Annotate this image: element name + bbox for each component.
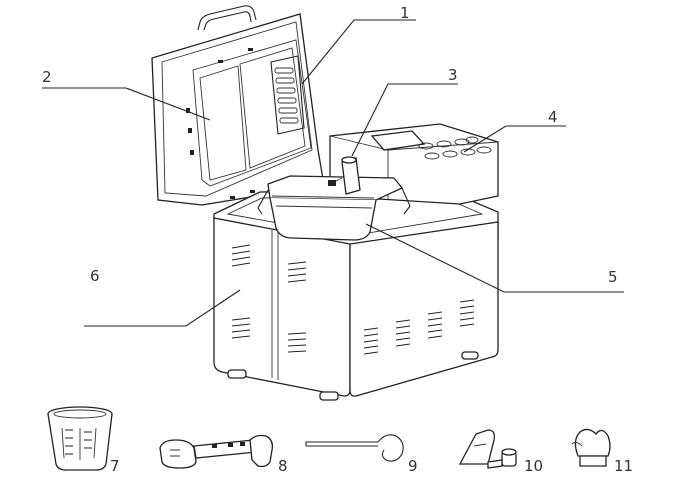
callout-11: 11 — [614, 457, 633, 475]
callout-5: 5 — [608, 268, 618, 286]
vents-right — [363, 299, 475, 355]
hook-tool — [305, 434, 404, 462]
measuring-spoon — [159, 434, 274, 469]
callout-2: 2 — [42, 68, 52, 86]
measuring-cup — [47, 406, 113, 471]
lid — [151, 5, 325, 206]
leader-2 — [42, 87, 211, 121]
callout-4: 4 — [548, 108, 558, 126]
callout-6: 6 — [90, 267, 100, 285]
leader-5 — [365, 223, 624, 293]
callout-3: 3 — [448, 66, 458, 84]
kneading-paddle — [458, 429, 517, 469]
callout-7: 7 — [110, 457, 120, 475]
bread-pan — [257, 156, 411, 241]
callout-10: 10 — [524, 457, 543, 475]
leader-4 — [463, 125, 566, 153]
callout-1: 1 — [400, 4, 410, 22]
leader-6 — [84, 289, 241, 327]
leader-3 — [351, 83, 458, 157]
callout-9: 9 — [408, 457, 418, 475]
leader-1 — [301, 19, 416, 85]
callout-8: 8 — [278, 457, 288, 475]
oven-mitt — [571, 428, 611, 467]
lid-vent — [270, 55, 305, 135]
vents-front-left — [231, 244, 307, 353]
leader-lines — [42, 19, 624, 327]
callout-numbers: 1 2 3 4 5 6 7 8 9 10 11 — [42, 4, 633, 475]
display-screen — [370, 130, 426, 151]
